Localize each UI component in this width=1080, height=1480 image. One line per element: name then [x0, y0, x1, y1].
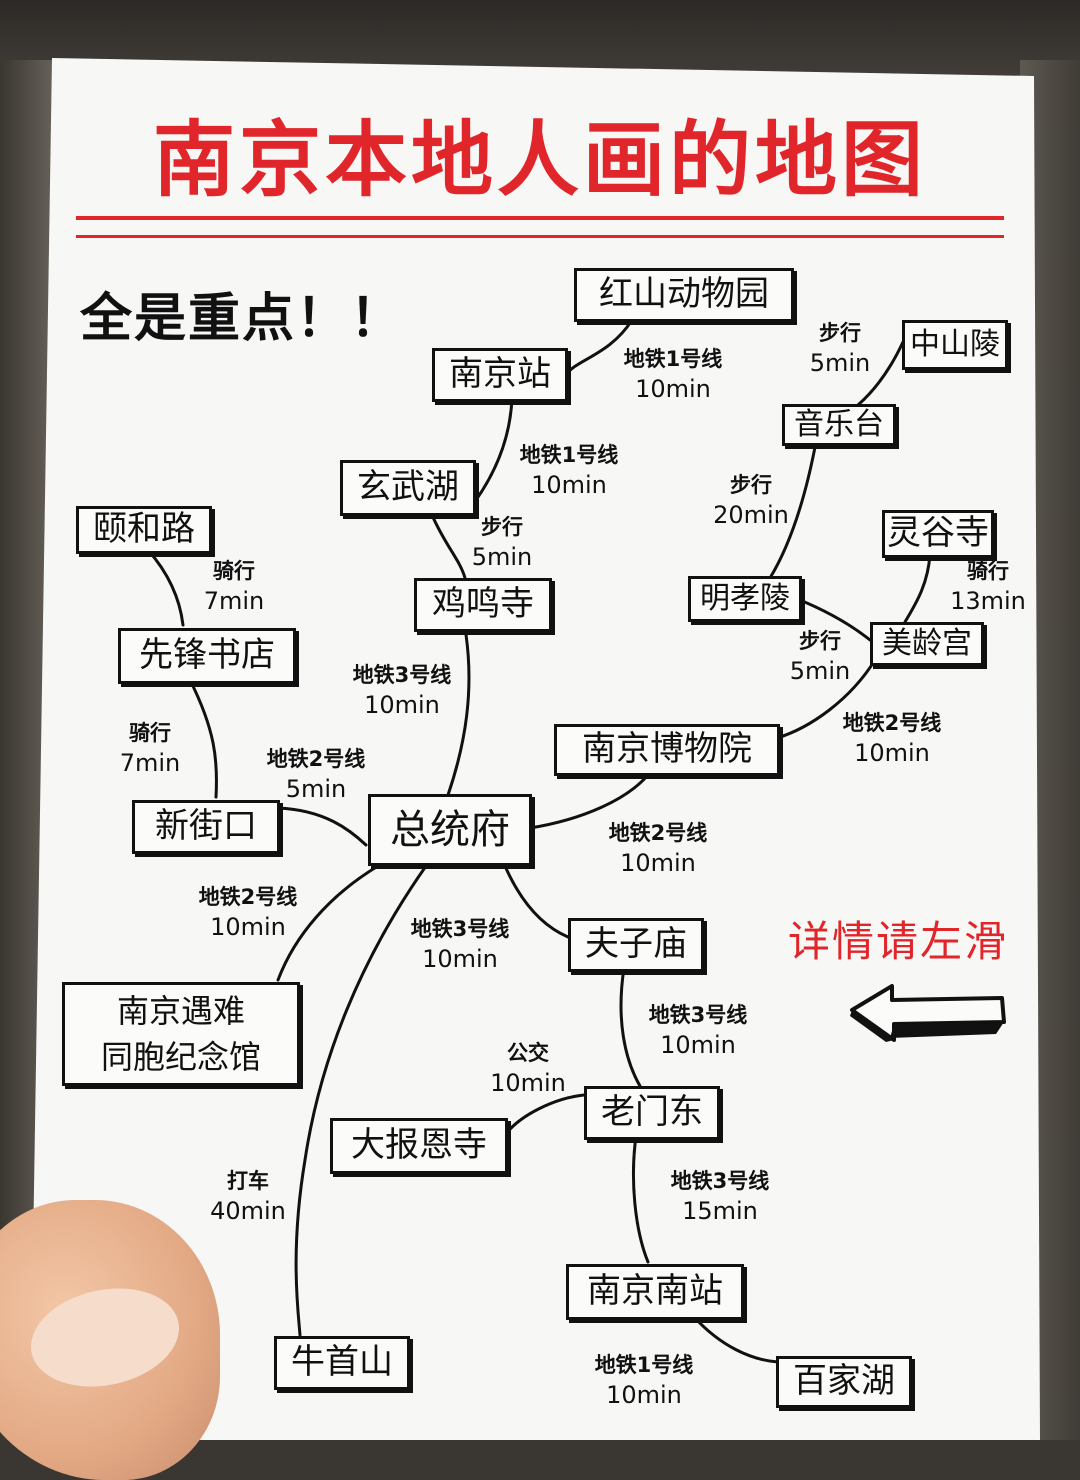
- route-jiming-president: [446, 626, 471, 797]
- node-nanjing-station: 南京站: [432, 348, 568, 402]
- node-xianfeng-bookstore: 先锋书店: [118, 628, 296, 684]
- node-dabaoen-temple: 大报恩寺: [330, 1118, 508, 1174]
- title-underline-bottom: [76, 235, 1004, 238]
- route-fuzimiao-laomendong: [619, 966, 642, 1088]
- node-nanjing-museum: 南京博物院: [554, 724, 780, 776]
- route-yinyuetai-mingxiao: [768, 440, 818, 580]
- title-underline-top: [76, 216, 1004, 220]
- page-title: 南京本地人画的地图: [152, 112, 927, 208]
- node-memorial-hall: 南京遇难 同胞纪念馆: [62, 982, 300, 1086]
- route-xinjiekou-president: [276, 806, 368, 847]
- subtitle: 全是重点！！: [80, 288, 405, 349]
- route-laomendong-dabaoen: [503, 1093, 586, 1137]
- route-mingxiao-meiling: [793, 596, 872, 642]
- node-presidential-palace: 总统府: [368, 794, 532, 866]
- node-yihe-road: 颐和路: [76, 506, 212, 554]
- node-yinyuetai: 音乐台: [782, 404, 896, 446]
- node-xinjiekou: 新街口: [132, 800, 280, 854]
- route-xianfeng-xinjiekou: [188, 678, 219, 799]
- node-niushou-mountain: 牛首山: [274, 1336, 410, 1390]
- swipe-hint: 详情请左滑: [788, 917, 1009, 966]
- memorial-hall-line-2: 同胞纪念馆: [100, 1038, 261, 1076]
- route-lines: [146, 318, 932, 1364]
- node-hongshan-zoo: 红山动物园: [574, 268, 794, 322]
- route-yihe-xianfeng: [146, 548, 185, 627]
- node-linggu-temple: 灵谷寺: [882, 510, 994, 558]
- paper-sheet: [30, 58, 1040, 1440]
- left-arrow-icon: [850, 984, 1006, 1042]
- route-yinyuetai-zhongshan: [856, 340, 905, 407]
- node-meiling-palace: 美龄宫: [870, 622, 984, 666]
- memorial-hall-line-1: 南京遇难: [116, 991, 245, 1030]
- node-jiming-temple: 鸡鸣寺: [414, 578, 552, 632]
- route-laomendong-nanjingsouth: [632, 1134, 650, 1264]
- route-president-niushou: [294, 864, 428, 1337]
- route-zoo-station: [564, 318, 634, 377]
- route-president-fuzimiao: [503, 864, 570, 939]
- route-linggu-meiling: [903, 552, 932, 624]
- node-baijia-lake: 百家湖: [776, 1356, 912, 1408]
- node-zhongshan-ling: 中山陵: [902, 320, 1008, 370]
- route-nanjingsouth-baijia: [693, 1316, 780, 1364]
- node-nanjing-south: 南京南站: [566, 1264, 744, 1320]
- route-station-xuanwu: [474, 396, 514, 502]
- node-xuanwu-lake: 玄武湖: [340, 460, 476, 516]
- route-xuanwu-jiming: [430, 513, 467, 580]
- node-fuzimiao: 夫子庙: [568, 918, 704, 972]
- route-president-museum: [528, 768, 654, 830]
- node-laomendong: 老门东: [584, 1086, 720, 1140]
- node-mingxiao-ling: 明孝陵: [688, 576, 802, 622]
- route-president-memorial: [276, 864, 380, 982]
- route-meiling-museum: [775, 658, 877, 740]
